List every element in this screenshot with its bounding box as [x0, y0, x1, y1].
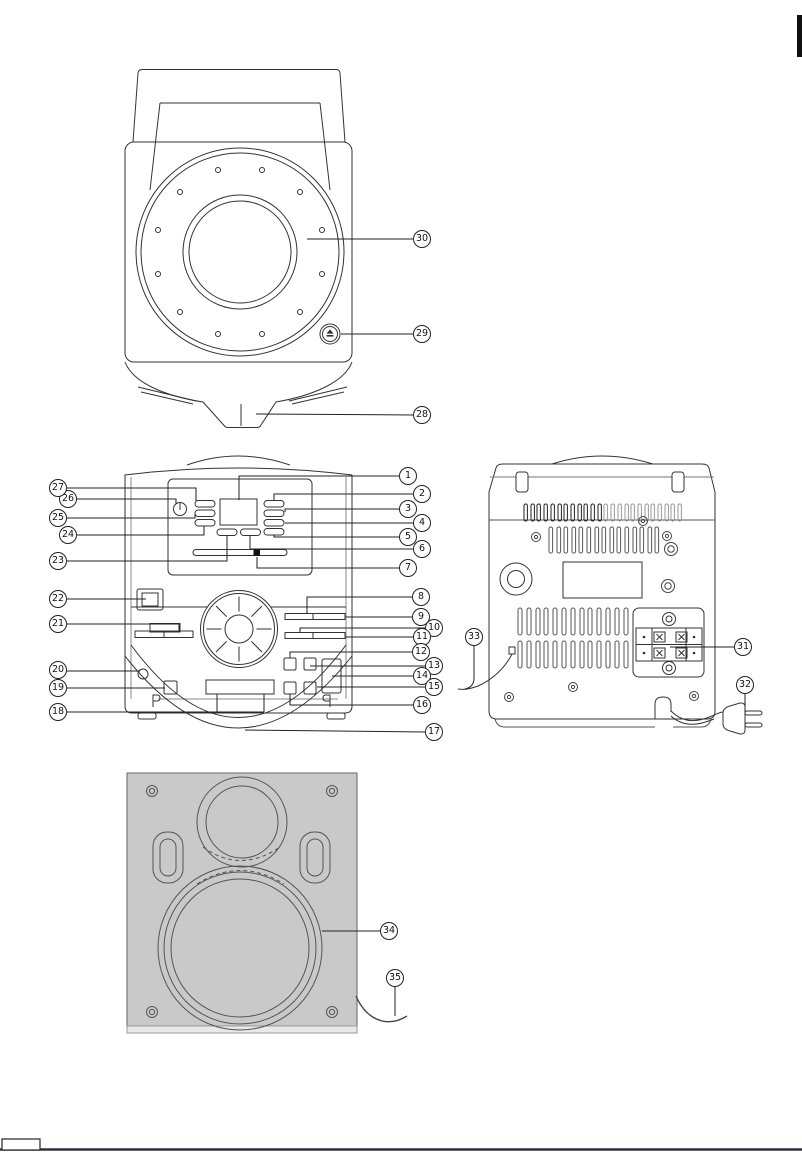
door-curve-inner: [130, 644, 347, 718]
trim-mark: [797, 15, 802, 57]
figure-speaker: [126, 772, 408, 1034]
hinge-right: [671, 471, 685, 493]
headphone-jack: [137, 668, 149, 680]
callout-1: 1: [399, 467, 417, 485]
hinge-left: [515, 471, 529, 493]
fm-antenna-wire: [457, 653, 513, 690]
rocker-buttons-right: [284, 613, 346, 639]
callout-35: 35: [386, 969, 404, 987]
callout-29: 29: [413, 325, 431, 343]
callout-12: 12: [412, 643, 430, 661]
power-button: [173, 502, 187, 516]
callout-5: 5: [399, 528, 417, 546]
gasket-dashed-lower: [196, 870, 285, 885]
front-lip: [124, 361, 353, 428]
eject-icon: [326, 329, 334, 337]
callout-4: 4: [413, 514, 431, 532]
figure-top-view: [124, 69, 353, 428]
callout-28: 28: [413, 406, 431, 424]
foot-right: [326, 712, 346, 720]
gasket-dashed-upper: [202, 846, 281, 861]
lip-slit-right: [288, 386, 348, 405]
callout-24: 24: [59, 526, 77, 544]
top-handle-arc: [186, 455, 291, 466]
callout-30: 30: [413, 230, 431, 248]
callout-23: 23: [49, 552, 67, 570]
leader-lines: [67, 238, 746, 1016]
callout-20: 20: [49, 661, 67, 679]
callout-17: 17: [425, 723, 443, 741]
speaker-cabinet: [126, 772, 358, 1027]
woofer: [157, 865, 323, 1031]
power-plug: [722, 702, 763, 735]
callout-33: 33: [465, 628, 483, 646]
screw-dot-ring: [155, 167, 325, 337]
lid-inner-lines: [149, 102, 331, 191]
lip-slit-left: [137, 386, 197, 405]
foot-left: [137, 712, 157, 720]
unit-back-body: [488, 463, 716, 720]
mount-holes: [146, 785, 338, 1018]
callout-32: 32: [736, 676, 754, 694]
callout-22: 22: [49, 590, 67, 608]
callout-25: 25: [49, 509, 67, 527]
top-handle-arc: [551, 455, 654, 465]
eject-button: [319, 323, 341, 345]
callout-19: 19: [49, 679, 67, 697]
bottom-lip: [494, 718, 712, 728]
panel-buttons-under-display: [216, 528, 261, 536]
power-cord: [670, 710, 724, 725]
jog-spokes: [206, 596, 272, 662]
callout-2: 2: [413, 485, 431, 503]
cd-window: [182, 194, 298, 310]
rating-label: [562, 561, 643, 599]
cd-lid: [135, 147, 345, 357]
cord-wrap: [499, 562, 533, 596]
callout-9: 9: [412, 608, 430, 626]
jog-dial: [200, 590, 278, 668]
callout-21: 21: [49, 615, 67, 633]
callout-15: 15: [425, 678, 443, 696]
slider-marker: [253, 549, 260, 556]
control-panel: [167, 478, 313, 576]
door-tab-left: [152, 694, 161, 707]
callout-6: 6: [413, 540, 431, 558]
volume-slider: [192, 549, 288, 556]
callout-3: 3: [399, 500, 417, 518]
panel-buttons-left: [194, 500, 216, 527]
door-window: [205, 679, 275, 695]
callout-8: 8: [412, 588, 430, 606]
tweeter: [196, 776, 288, 868]
speaker-terminals: [632, 607, 705, 678]
callout-31: 31: [734, 638, 752, 656]
cord-exit-arch: [654, 696, 672, 719]
page-number-box: [1, 1138, 41, 1151]
screws: [504, 516, 699, 702]
callout-27: 27: [49, 479, 67, 497]
lid-outline: [132, 69, 346, 143]
callout-7: 7: [399, 559, 417, 577]
speaker-wire: [355, 995, 408, 1023]
callout-18: 18: [49, 703, 67, 721]
callout-16: 16: [413, 696, 431, 714]
figure-back-view: [457, 455, 763, 735]
ports: [152, 831, 331, 884]
callout-34: 34: [380, 922, 398, 940]
